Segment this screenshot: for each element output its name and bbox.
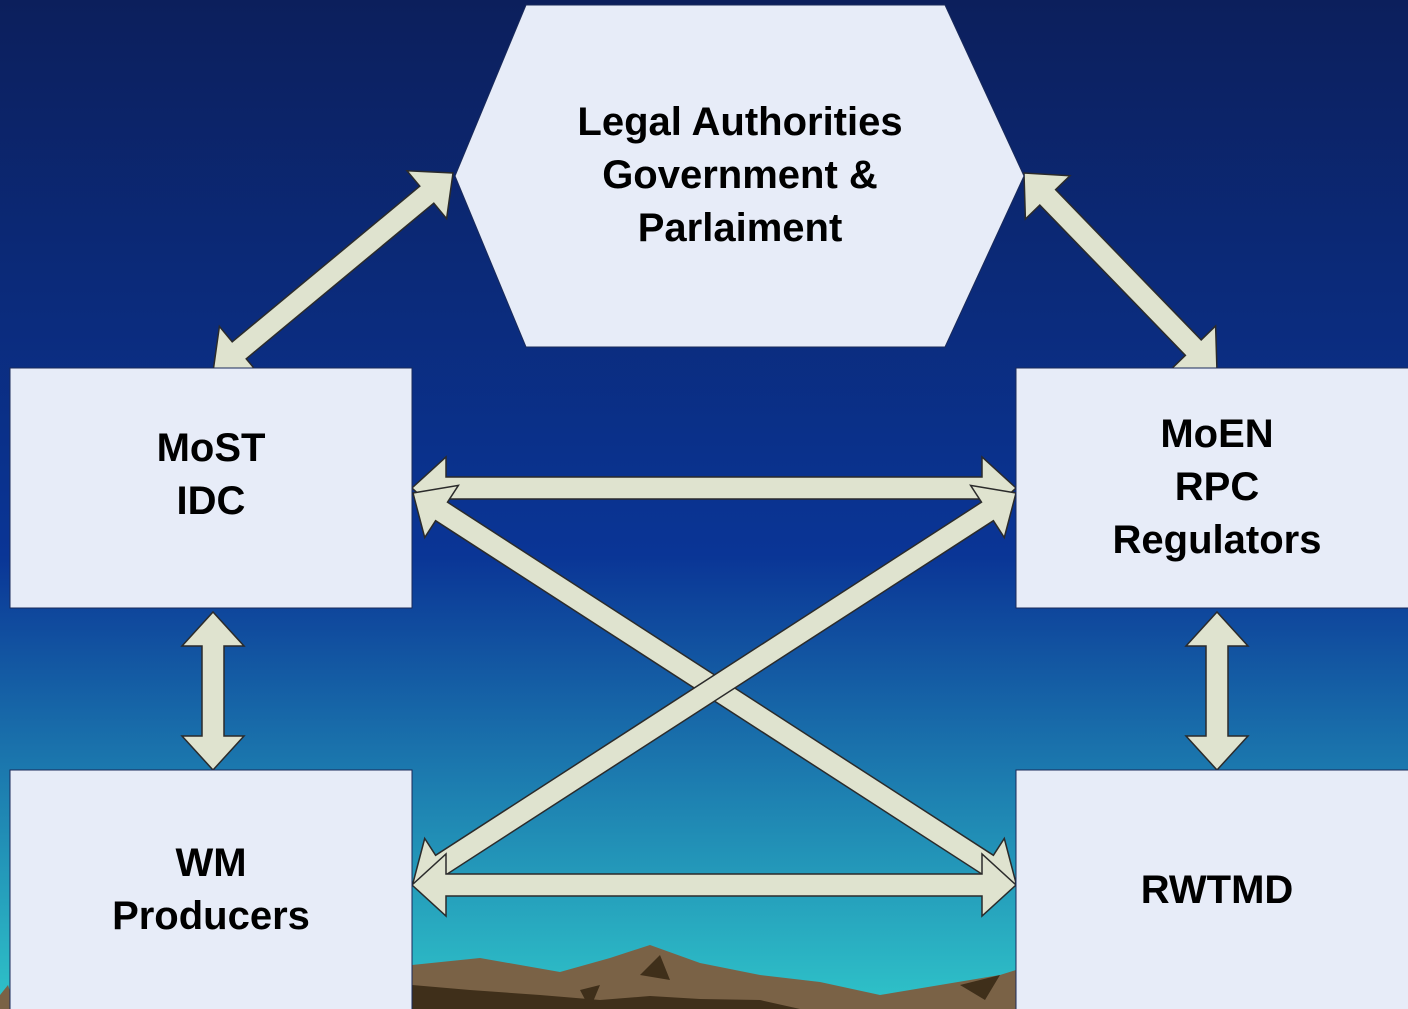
mountain-peak-mark-2 [640,955,670,980]
legal-line-1: Legal Authorities [577,99,903,144]
node-shapes [9,4,1408,1009]
node-legal-authorities-label: Legal Authorities Government & Parlaimen… [495,90,985,260]
wm-line-1: WM [175,841,247,885]
mountain-peak-mark-1 [580,985,600,1009]
wm-line-2: Producers [112,894,310,938]
arrow-moen-legal [1023,172,1218,373]
node-rwtmd-shape [1015,769,1408,1009]
node-moen-rpc-regulators-label: MoEN RPC Regulators [1016,405,1408,570]
moen-line-1: MoEN [1160,412,1274,456]
node-wm-producers-shape [9,769,413,1009]
node-rwtmd-label: RWTMD [1016,860,1408,920]
most-line-1: MoST [156,426,266,470]
legal-line-3: Parlaiment [637,205,843,250]
mountain-center [412,945,1016,1009]
mountains [0,945,1016,1009]
legal-line-2: Government & [602,152,878,197]
moen-line-3: Regulators [1112,518,1322,562]
mountain-ridge-shadow [412,985,800,1009]
node-wm-producers-label: WM Producers [10,835,412,945]
mountain-peak-mark-3 [960,975,1000,1000]
node-most-idc-label: MoST IDC [10,415,412,535]
node-most-idc-shape [9,367,413,609]
node-legal-authorities-shape [454,4,1025,348]
connection-arrows [180,169,1250,918]
rwtmd-line-1: RWTMD [1140,867,1294,912]
arrow-most-legal [212,169,454,376]
moen-line-2: RPC [1174,465,1260,509]
node-moen-rpc-regulators-shape [1015,367,1408,609]
most-line-2: IDC [176,479,246,523]
